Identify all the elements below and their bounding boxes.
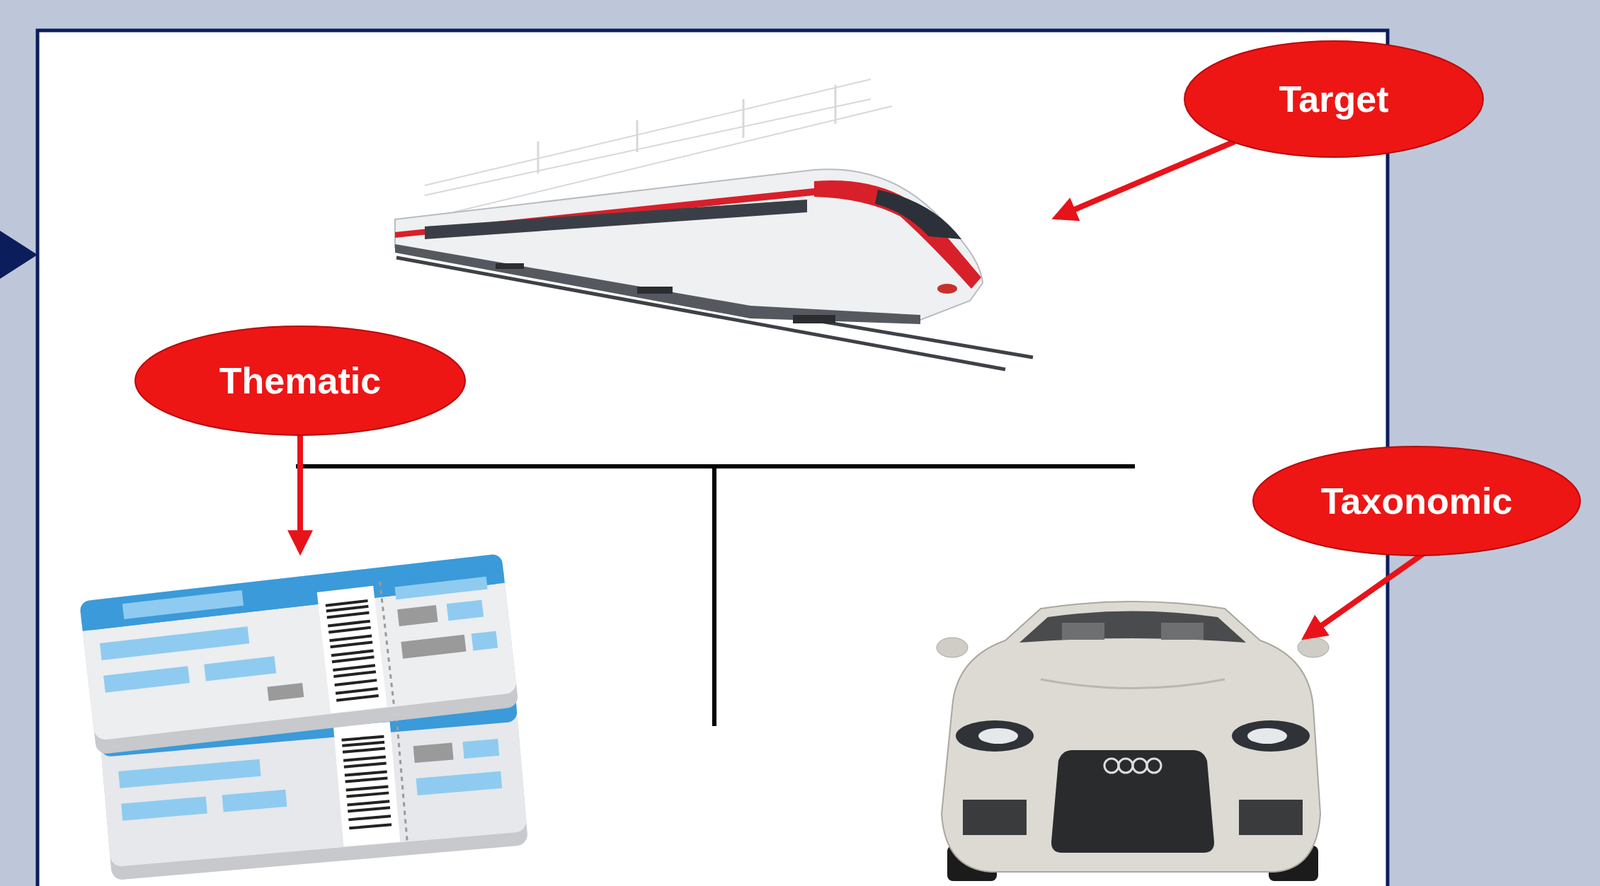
ticket-field xyxy=(266,683,304,702)
car-headlight-lamp xyxy=(978,728,1019,745)
ticket-barcode-area xyxy=(317,586,388,714)
ticket-field xyxy=(122,590,244,620)
train-skirt xyxy=(395,244,921,325)
callout-ellipse-shape xyxy=(135,326,466,436)
perforation xyxy=(396,717,408,842)
ticket-field xyxy=(103,666,190,693)
train-illustration xyxy=(395,79,1033,370)
ticket-shadow xyxy=(79,553,519,756)
ticket-paper xyxy=(79,553,518,742)
pointer-arrow xyxy=(1056,141,1235,218)
callout-label: Target xyxy=(1278,77,1389,121)
ticket-field xyxy=(99,626,250,661)
car-body xyxy=(941,601,1321,873)
barcode xyxy=(325,601,379,701)
car-headlight xyxy=(955,720,1034,752)
train-bogie xyxy=(495,263,836,324)
ticket-field xyxy=(118,759,261,789)
ticket-field xyxy=(121,796,208,821)
ticket-field xyxy=(446,600,484,622)
car-illustration xyxy=(936,601,1329,882)
train-nose-stripe xyxy=(814,180,982,289)
car-headlight xyxy=(1231,720,1310,752)
car-headlight-lamp xyxy=(1247,728,1288,745)
callout-ellipse: Target xyxy=(1183,39,1485,159)
pointer-arrow xyxy=(1305,553,1424,638)
frame-box xyxy=(37,30,1388,886)
callout-label: Thematic xyxy=(219,359,381,403)
callout-ellipse-shape xyxy=(1184,41,1484,158)
ticket-band xyxy=(81,570,505,632)
ticket-front xyxy=(79,553,519,756)
car-hood-line xyxy=(1040,679,1225,689)
ticket-field xyxy=(462,739,500,759)
car-mirror xyxy=(936,637,968,658)
ticket-field xyxy=(471,631,498,652)
ticket-field xyxy=(395,576,488,601)
car-grille xyxy=(1051,750,1215,854)
car-logo xyxy=(1104,758,1162,774)
car-seat xyxy=(1061,623,1204,640)
train-windshield xyxy=(875,189,962,240)
callout-ellipse-shape xyxy=(1253,446,1581,556)
barcode xyxy=(341,736,392,830)
ticket-band xyxy=(79,553,505,632)
car-air-intake xyxy=(962,800,1303,836)
ticket-field xyxy=(400,635,466,660)
callout-label: Taxonomic xyxy=(1321,480,1513,523)
incoming-arrowhead xyxy=(0,230,38,279)
perforation xyxy=(380,581,395,708)
car-windshield xyxy=(1019,611,1247,644)
callout-ellipse: Thematic xyxy=(133,324,467,437)
ticket-field xyxy=(203,656,277,682)
ticket-field xyxy=(222,790,288,813)
pointer-arrow xyxy=(297,433,304,551)
ticket-field xyxy=(397,605,438,627)
callout-ellipse: Taxonomic xyxy=(1251,445,1582,558)
train-windows xyxy=(424,199,808,240)
ticket-field xyxy=(413,742,454,764)
train-headlight xyxy=(937,283,958,294)
ticket-barcode-area xyxy=(333,722,400,847)
car-mirror xyxy=(1297,637,1329,658)
ticket-field xyxy=(416,771,503,796)
catenary-mast xyxy=(538,84,836,174)
